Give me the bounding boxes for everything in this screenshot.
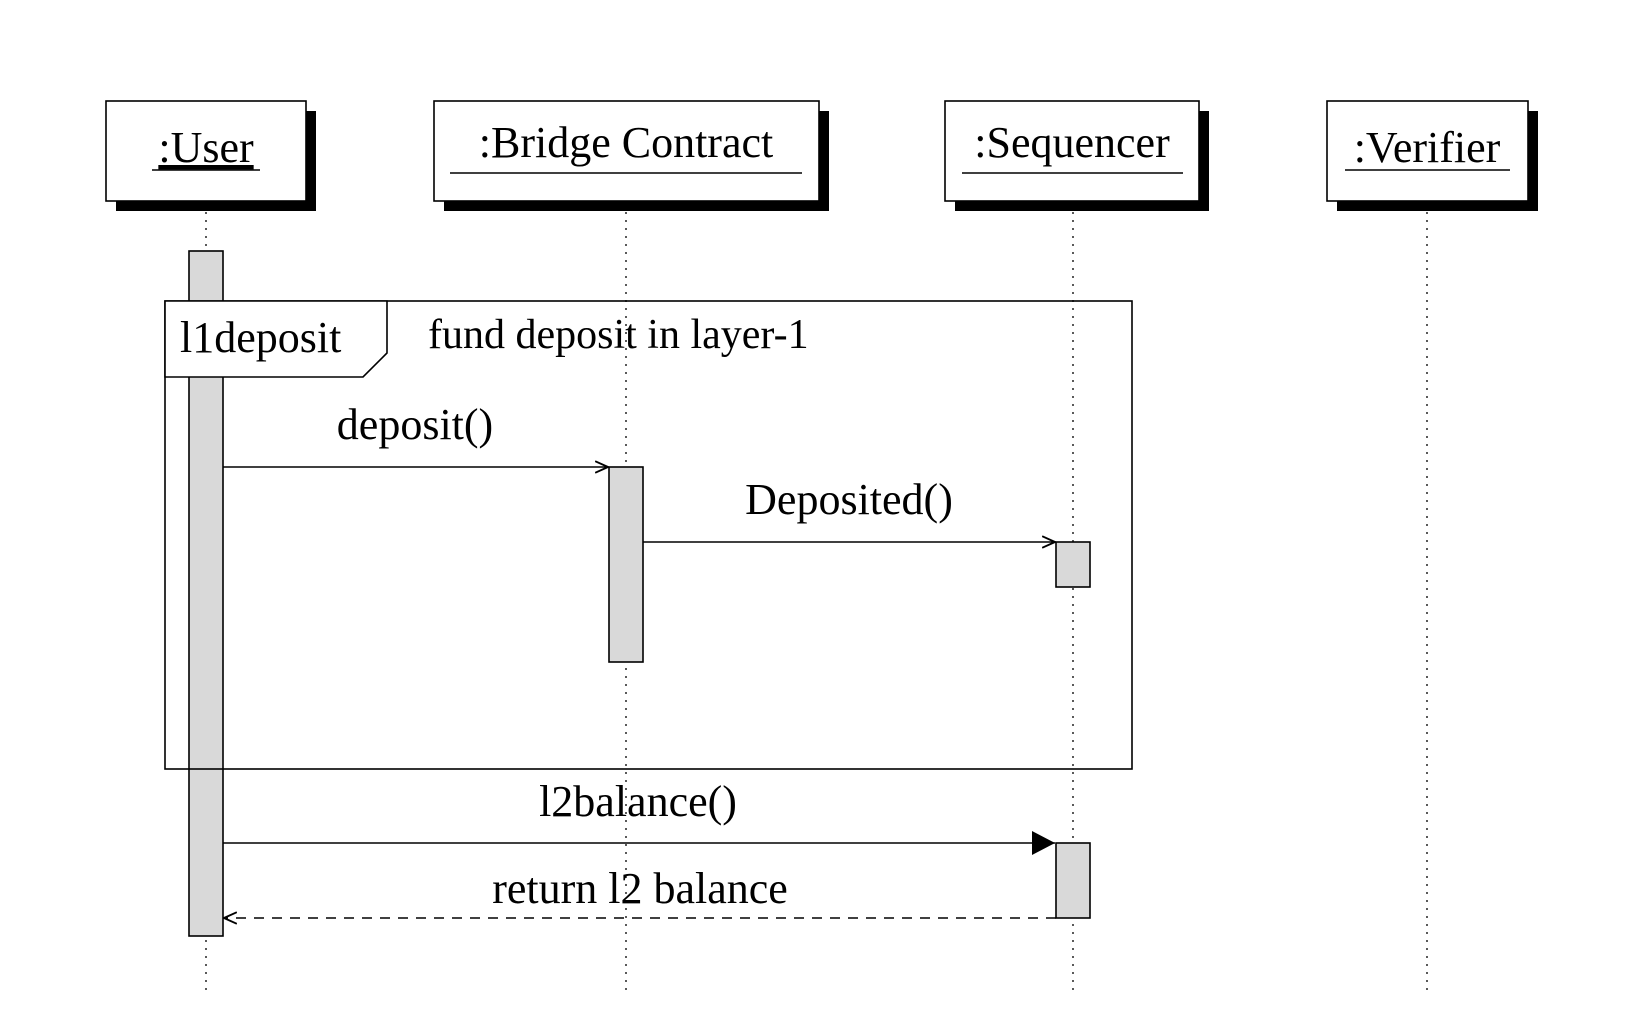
participant-verifier-label: :Verifier <box>1354 123 1501 172</box>
participant-user-label: :User <box>158 123 254 172</box>
message-return-label: return l2 balance <box>492 864 788 913</box>
message-deposit: deposit() <box>223 400 608 467</box>
message-l2balance: l2balance() <box>223 777 1055 855</box>
fragment-frame <box>164 300 1133 770</box>
participant-bridge: :Bridge Contract <box>433 100 829 211</box>
fragment-title: fund deposit in layer-1 <box>428 312 809 358</box>
activation-sequencer-deposited <box>1055 541 1091 588</box>
activation-sequencer-balance <box>1055 842 1091 919</box>
participant-sequencer-label: :Sequencer <box>974 118 1170 167</box>
message-deposited-label: Deposited() <box>745 475 953 524</box>
fragment-tag-box <box>164 300 388 378</box>
participant-user: :User <box>105 100 316 211</box>
message-deposited: Deposited() <box>643 475 1055 542</box>
message-return-l2-balance: return l2 balance <box>224 864 1056 918</box>
fragment-tag: l1deposit <box>180 313 341 362</box>
participant-verifier: :Verifier <box>1326 100 1538 211</box>
fragment-l1deposit: l1deposit fund deposit in layer-1 <box>164 300 1133 770</box>
message-l2balance-label: l2balance() <box>539 777 737 826</box>
activation-bridge <box>608 466 644 663</box>
participant-bridge-label: :Bridge Contract <box>479 118 774 167</box>
participant-sequencer: :Sequencer <box>944 100 1209 211</box>
message-deposit-label: deposit() <box>337 400 493 449</box>
